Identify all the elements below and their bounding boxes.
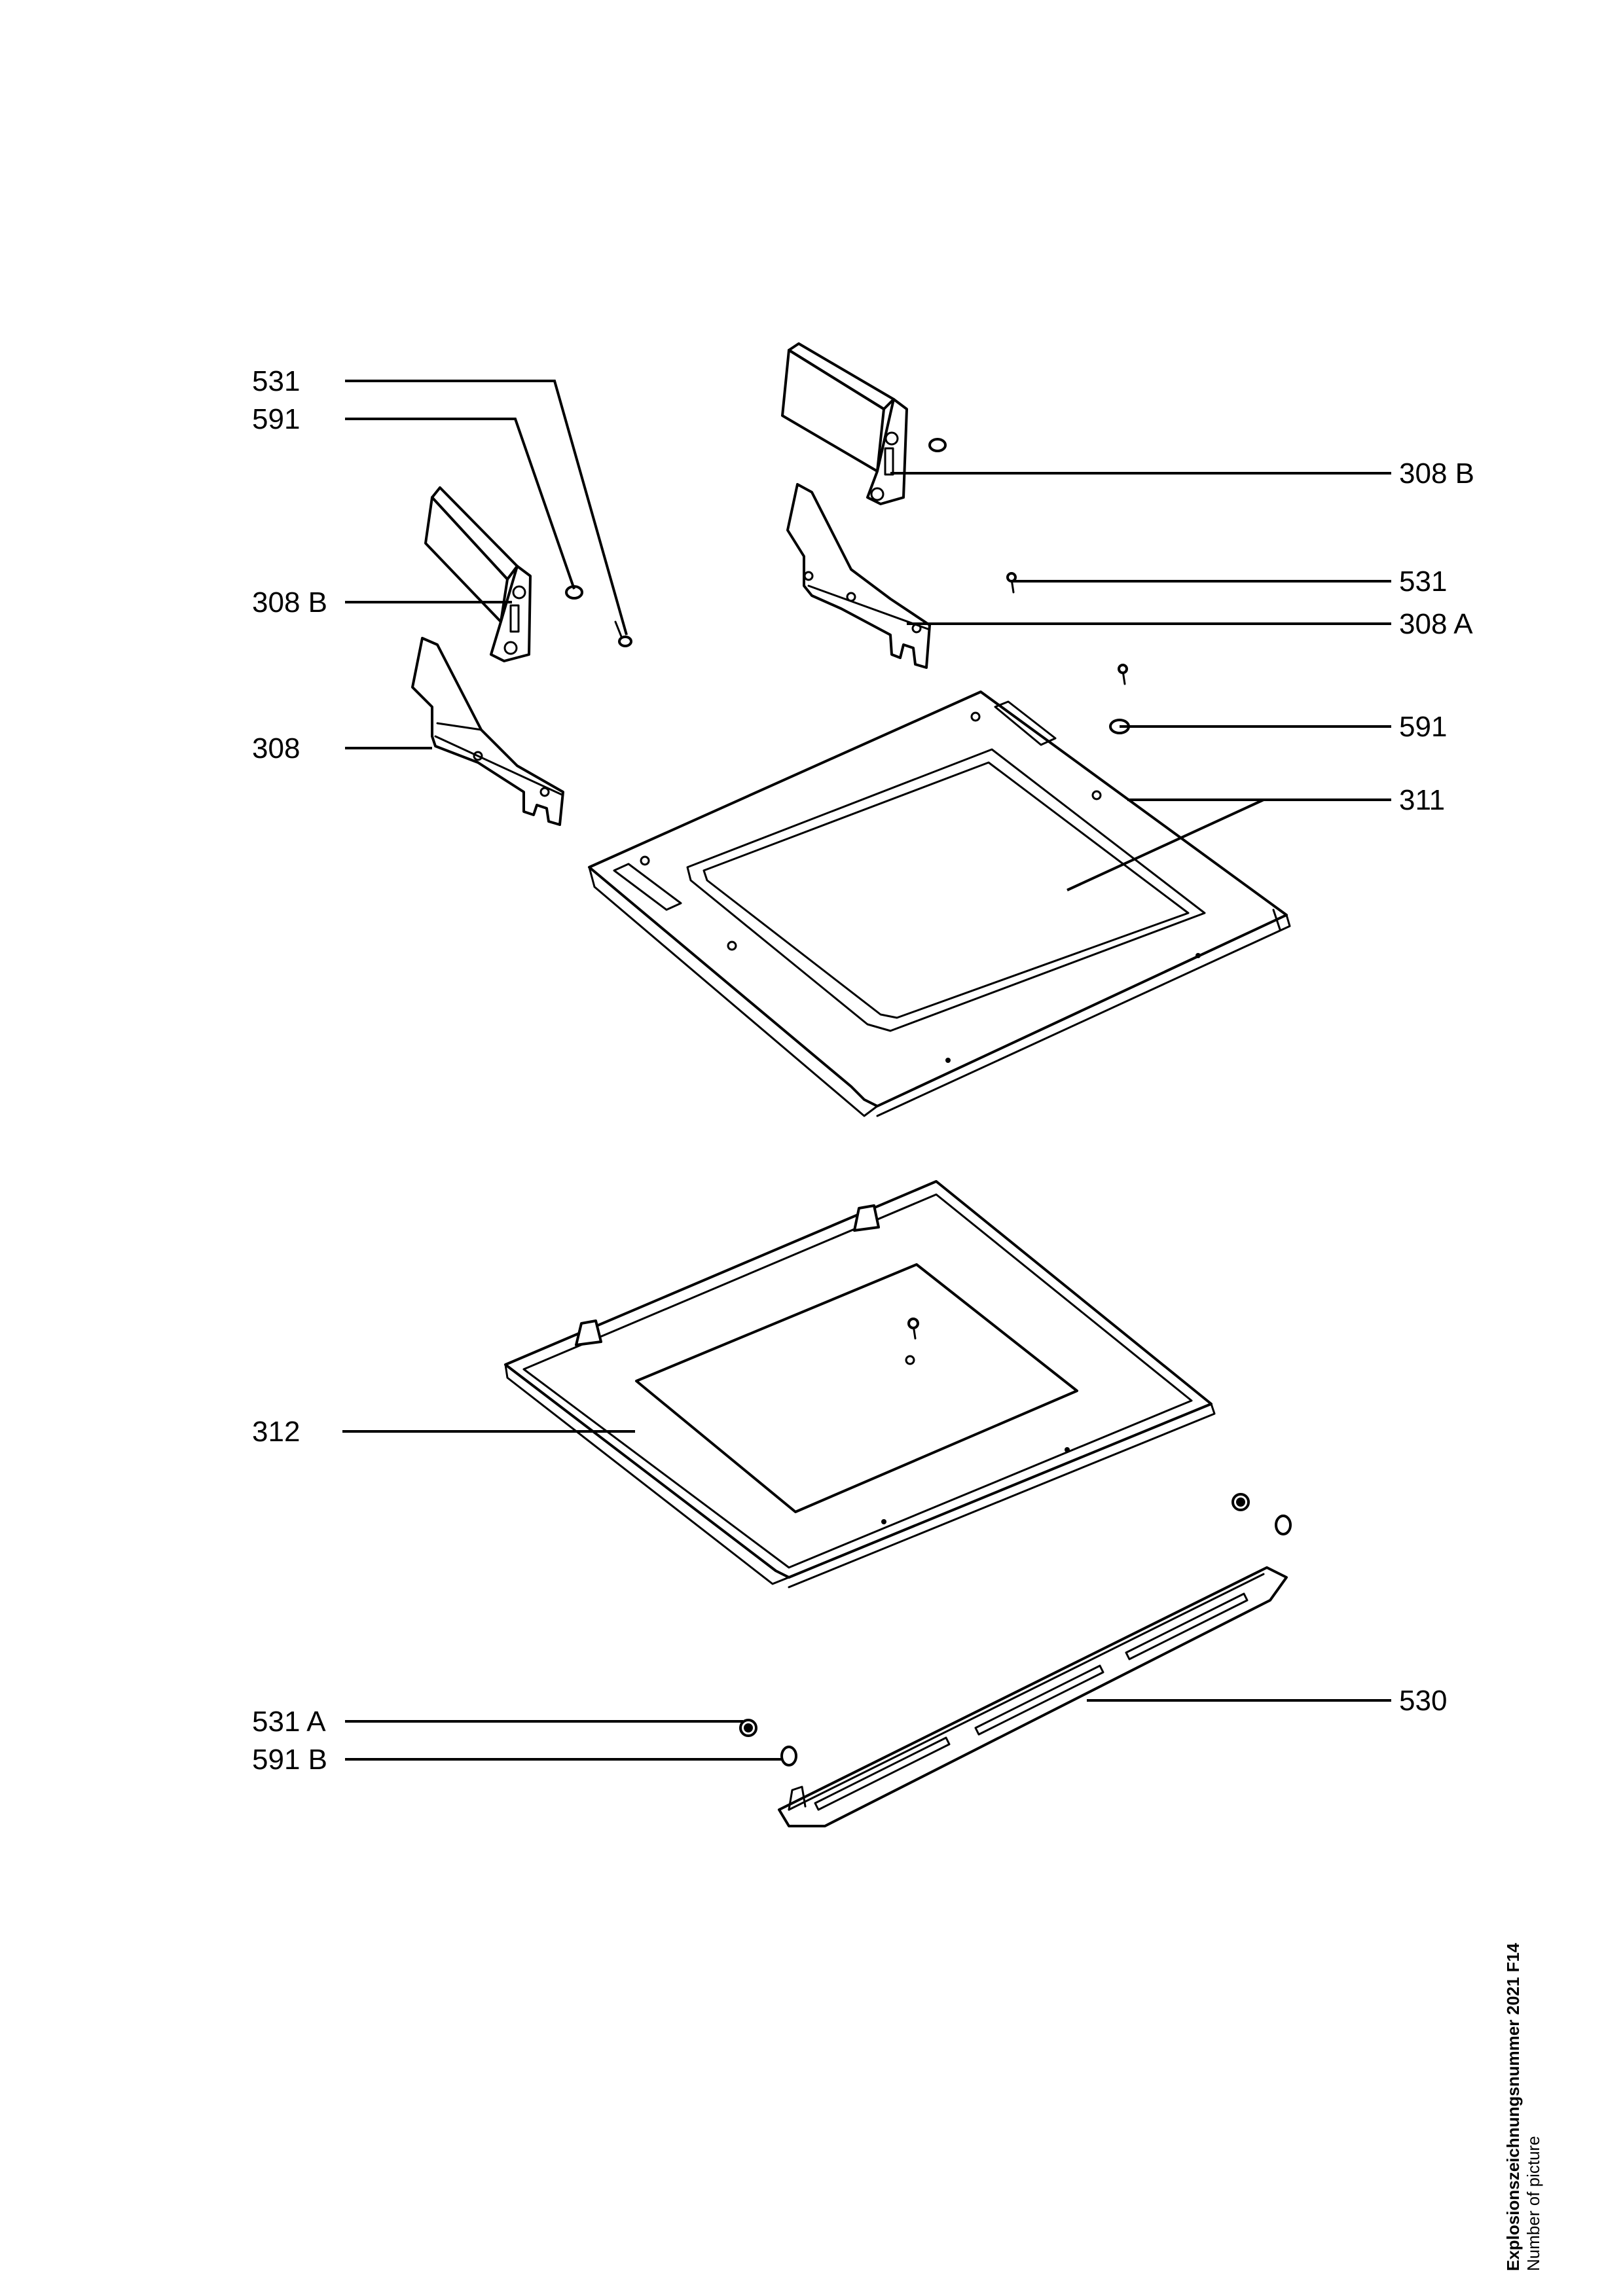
label-531-right: 531 <box>1399 565 1447 598</box>
part-530-trim-bar <box>778 1566 1288 1827</box>
label-311: 311 <box>1399 784 1445 816</box>
label-308b-left: 308 B <box>252 586 327 619</box>
label-531-top: 531 <box>252 365 300 397</box>
label-312: 312 <box>252 1416 300 1448</box>
label-591-top: 591 <box>252 403 300 435</box>
drawing-number-subtitle: Number of picture <box>1523 2136 1543 2271</box>
leader-lines <box>342 380 1391 1761</box>
part-308b-hinge-cover-left <box>424 486 532 662</box>
label-530: 530 <box>1399 1685 1447 1717</box>
part-labels: 531 591 308 B 308 308 B 531 308 A 591 31… <box>252 365 1474 1776</box>
part-308b-hinge-cover-right <box>781 342 908 505</box>
drawing-number: Explosionszeichnungsnummer 2021 F14 <box>1503 1943 1523 2271</box>
label-591-right: 591 <box>1399 711 1447 743</box>
part-308-hinge <box>411 637 564 826</box>
label-308: 308 <box>252 732 300 764</box>
part-311-inner-door-panel <box>588 691 1291 1117</box>
part-308a-hinge <box>786 483 931 669</box>
label-308a: 308 A <box>1399 608 1473 640</box>
label-308b-right: 308 B <box>1399 457 1474 490</box>
label-531a: 531 A <box>252 1706 326 1738</box>
label-591b: 591 B <box>252 1744 327 1776</box>
part-312-glass-panel <box>504 1180 1216 1588</box>
drawing-number-caption: Explosionszeichnungsnummer 2021 F14 Numb… <box>1503 1918 1595 2271</box>
